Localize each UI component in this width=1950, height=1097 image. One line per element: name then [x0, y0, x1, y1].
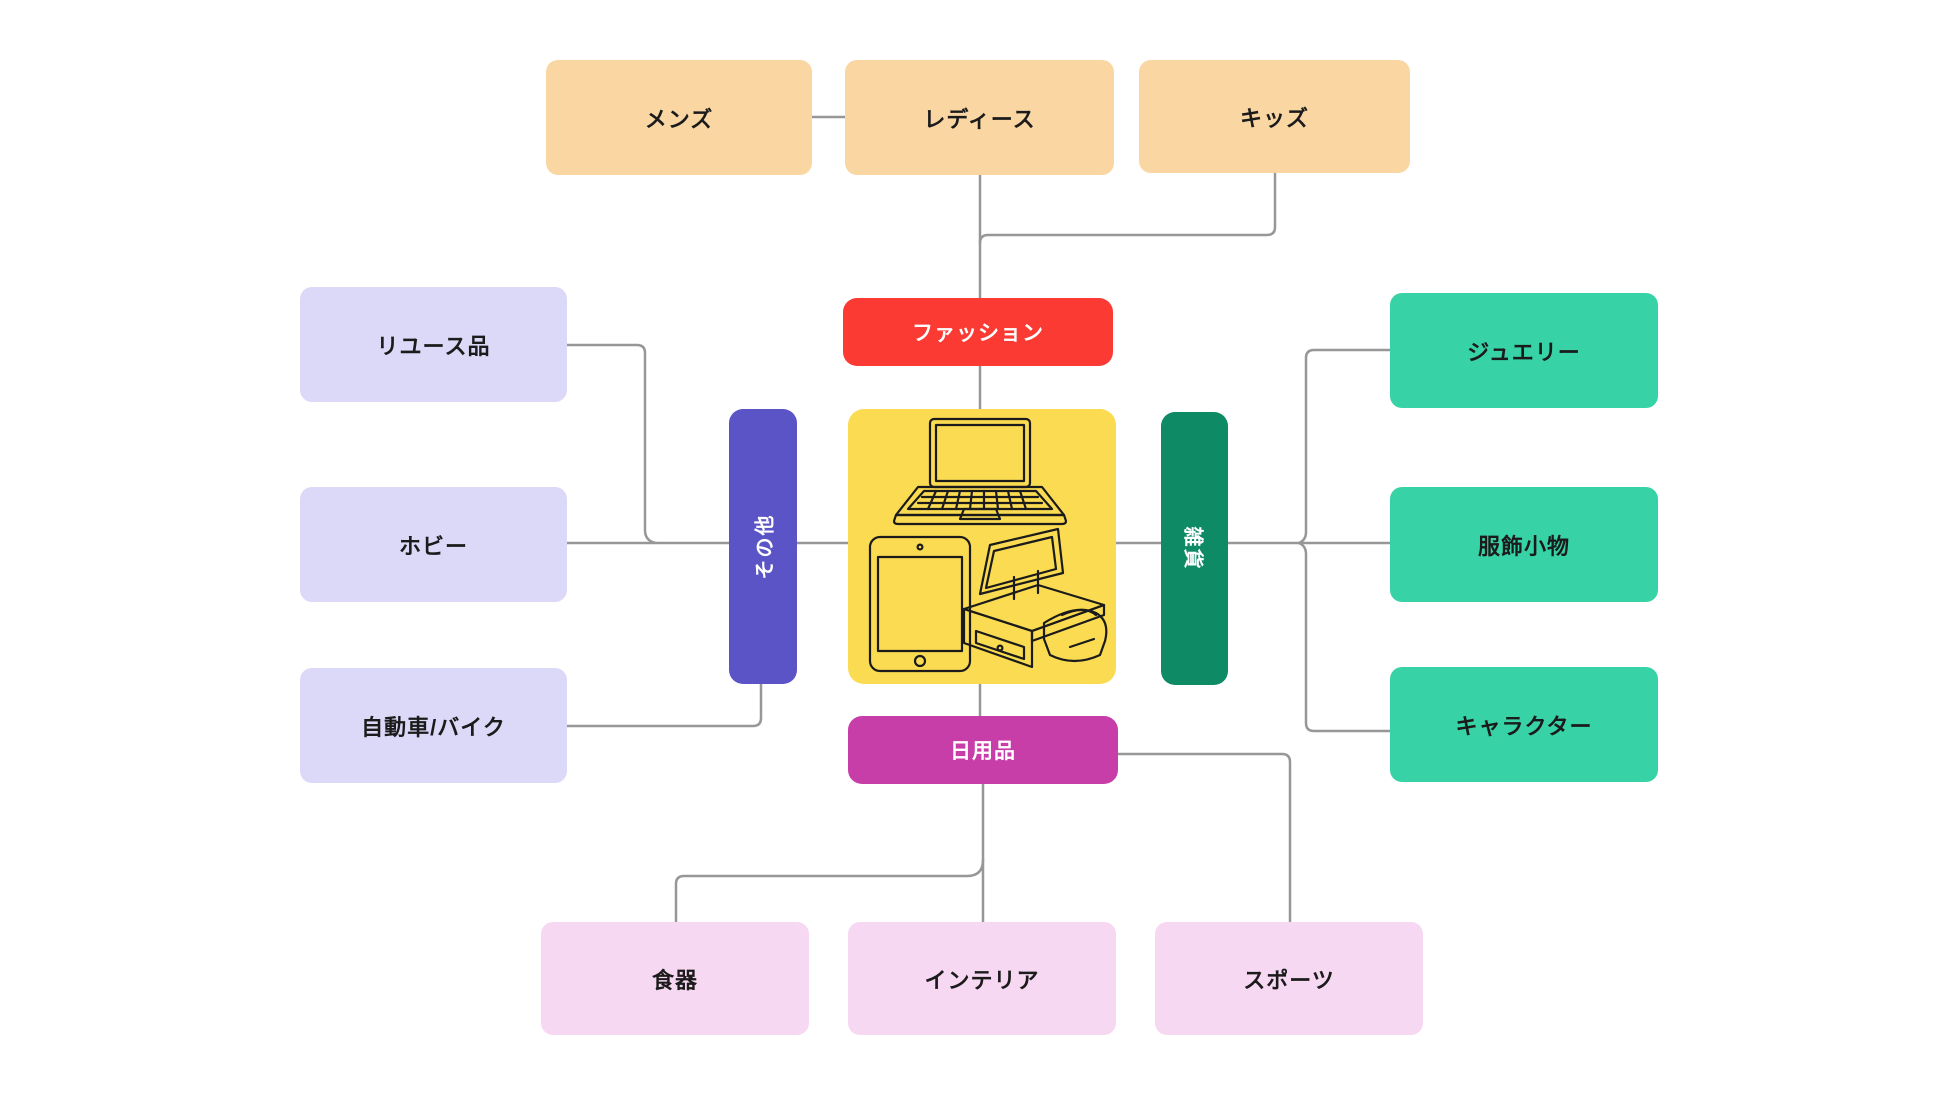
center-devices-illustration — [868, 417, 1108, 673]
node-kids-label: キッズ — [1239, 105, 1309, 131]
node-accessories[interactable]: 服飾小物 — [1390, 487, 1658, 602]
node-hobby-label: ホビー — [398, 533, 468, 559]
edge-generalgoods-jewelry — [1297, 348, 1392, 545]
node-fashion-label: ファッション — [912, 322, 1044, 345]
edge-dailygoods-tableware — [674, 858, 985, 924]
node-reuse[interactable]: リユース品 — [300, 287, 567, 402]
node-interior[interactable]: インテリア — [848, 922, 1116, 1035]
tablet-icon — [868, 535, 972, 673]
node-fashion[interactable]: ファッション — [843, 298, 1113, 366]
node-interior-label: インテリア — [924, 967, 1040, 993]
edge-reuse-others — [565, 343, 658, 545]
edge-carbike-others — [565, 682, 763, 728]
node-character-label: キャラクター — [1455, 713, 1593, 739]
node-car-bike[interactable]: 自動車/バイク — [300, 668, 567, 783]
node-sports[interactable]: スポーツ — [1155, 922, 1423, 1035]
node-accessories-label: 服飾小物 — [1477, 533, 1570, 559]
node-reuse-label: リユース品 — [376, 333, 491, 359]
node-others-label: その他 — [754, 513, 777, 580]
node-tableware-label: 食器 — [651, 967, 698, 993]
node-general-goods-label: 雑貨 — [1181, 526, 1203, 571]
edge-dailygoods-sports — [1116, 752, 1292, 924]
node-hobby[interactable]: ホビー — [300, 487, 567, 602]
node-mens[interactable]: メンズ — [546, 60, 812, 175]
node-car-bike-label: 自動車/バイク — [361, 714, 506, 740]
node-daily-goods-label: 日用品 — [950, 740, 1016, 763]
edge-kids-fashion — [978, 171, 1277, 245]
laptop-icon — [892, 417, 1068, 526]
edge-generalgoods-character — [1297, 541, 1392, 733]
node-jewelry-label: ジュエリー — [1467, 339, 1581, 365]
node-others[interactable]: その他 — [729, 409, 797, 684]
node-kids[interactable]: キッズ — [1139, 60, 1410, 173]
node-daily-goods[interactable]: 日用品 — [848, 716, 1118, 784]
node-ladies-label: レディース — [923, 106, 1036, 132]
node-sports-label: スポーツ — [1243, 967, 1335, 993]
node-center-devices[interactable] — [848, 409, 1116, 684]
node-general-goods[interactable]: 雑貨 — [1161, 412, 1228, 685]
node-character[interactable]: キャラクター — [1390, 667, 1658, 782]
node-mens-label: メンズ — [644, 106, 714, 132]
pos-register-icon — [962, 527, 1108, 669]
node-jewelry[interactable]: ジュエリー — [1390, 293, 1658, 408]
node-tableware[interactable]: 食器 — [541, 922, 809, 1035]
node-ladies[interactable]: レディース — [845, 60, 1114, 175]
